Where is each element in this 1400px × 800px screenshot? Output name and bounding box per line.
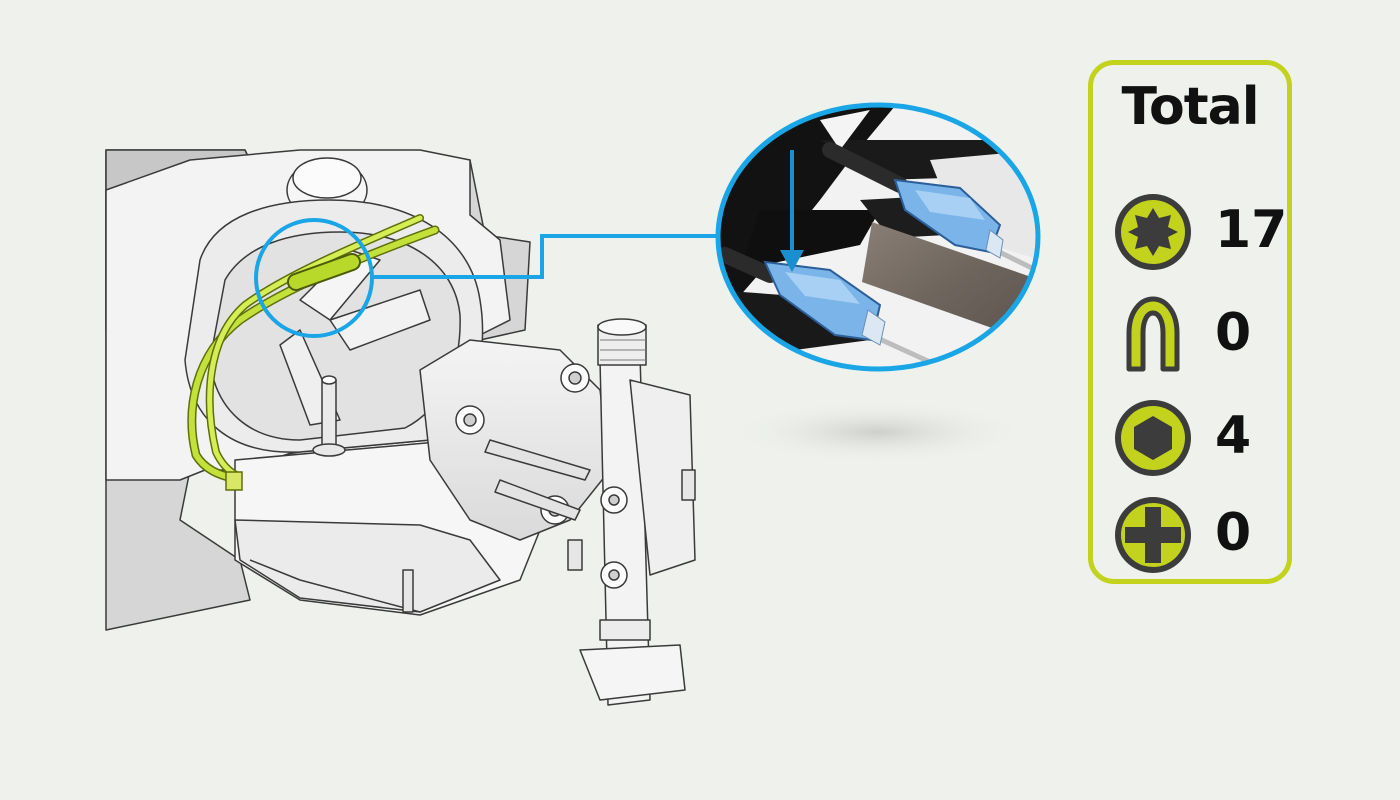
total-panel: Total 17 0 4 0 bbox=[1088, 60, 1292, 584]
torx-icon bbox=[1115, 194, 1191, 270]
phillips-icon bbox=[1115, 497, 1191, 573]
u-clip-icon bbox=[1126, 296, 1180, 372]
hex-count: 4 bbox=[1215, 406, 1252, 466]
torx-row: 17 bbox=[1111, 190, 1291, 274]
highlighted-wires bbox=[187, 214, 440, 491]
torx-count: 17 bbox=[1215, 200, 1288, 260]
panel-title: Total bbox=[1121, 77, 1259, 137]
u-clip-count: 0 bbox=[1215, 303, 1252, 363]
hex-row: 4 bbox=[1111, 396, 1291, 480]
zoom-shadow bbox=[728, 400, 1028, 464]
zoom-bubble bbox=[715, 102, 1041, 372]
phillips-count: 0 bbox=[1215, 503, 1252, 563]
phillips-row: 0 bbox=[1111, 493, 1291, 577]
hex-icon bbox=[1115, 400, 1191, 476]
callout bbox=[254, 218, 718, 338]
machine-body bbox=[105, 149, 696, 706]
u-clip-row: 0 bbox=[1111, 293, 1291, 377]
